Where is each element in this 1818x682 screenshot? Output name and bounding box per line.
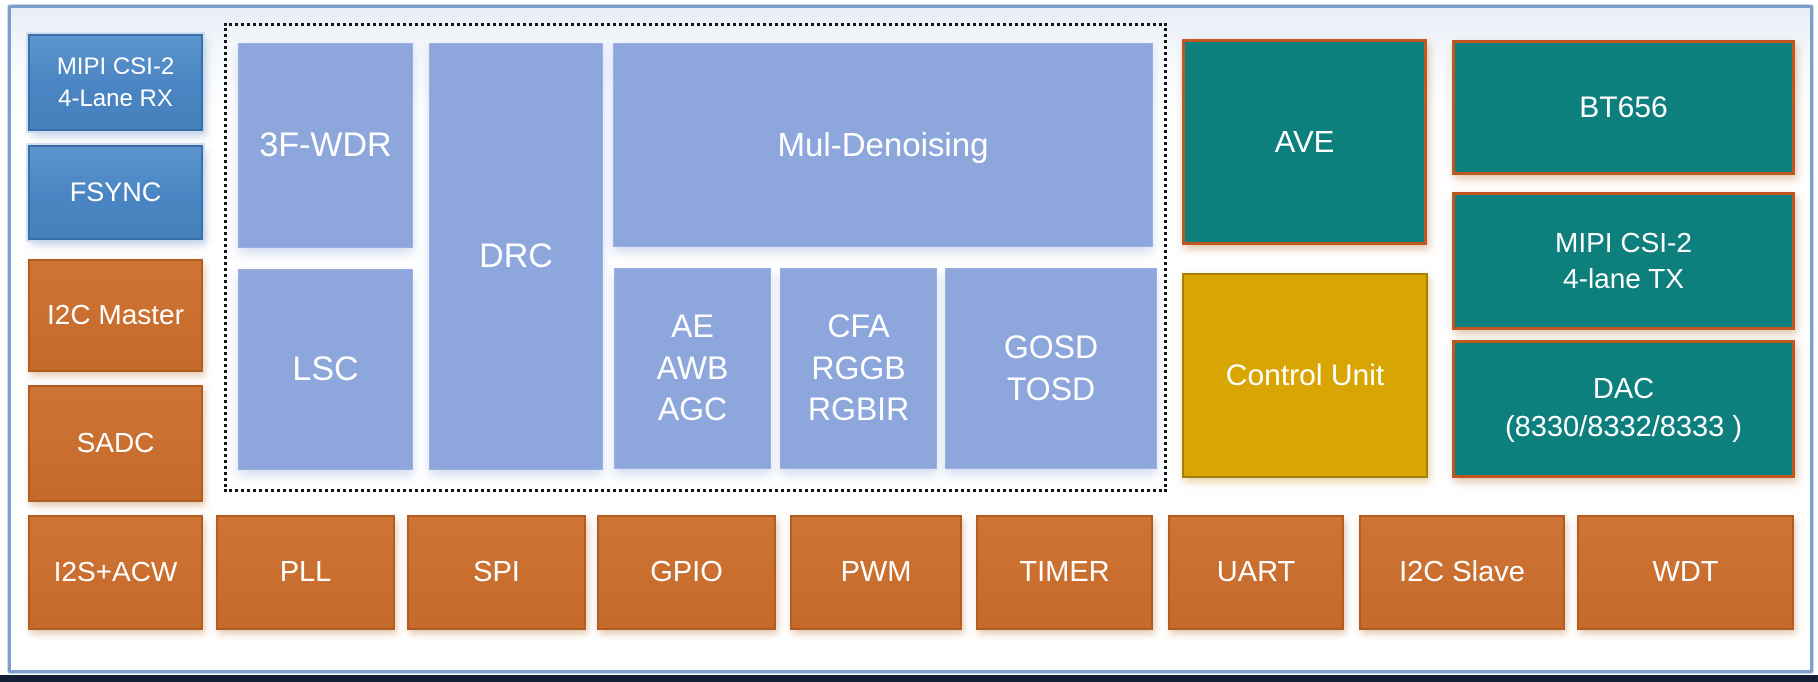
block-label: CFA RGGB RGBIR <box>807 308 910 428</box>
block-sadc: SADC <box>28 385 203 502</box>
block-dac: DAC (8330/8332/8333 ) <box>1452 340 1795 478</box>
block-lsc: LSC <box>238 269 413 470</box>
block-label: AVE <box>1274 123 1335 159</box>
block-3f-wdr: 3F-WDR <box>238 43 413 248</box>
block-i2c-master: I2C Master <box>28 259 203 372</box>
block-label: WDT <box>1652 555 1719 588</box>
block-label: LSC <box>292 350 359 389</box>
block-mul-denoising: Mul-Denoising <box>613 43 1153 247</box>
block-label: MIPI CSI-2 4-Lane RX <box>56 53 175 112</box>
block-drc: DRC <box>429 43 603 470</box>
bottom-edge-band <box>0 675 1818 682</box>
block-label: PLL <box>279 555 332 588</box>
block-label: BT656 <box>1579 91 1668 124</box>
block-uart: UART <box>1168 515 1344 630</box>
block-label: GOSD TOSD <box>1003 328 1099 407</box>
block-mipi-csi2-4lane-rx: MIPI CSI-2 4-Lane RX <box>28 34 203 131</box>
block-label: Mul-Denoising <box>777 125 989 163</box>
block-i2c-slave: I2C Slave <box>1359 515 1565 630</box>
block-label: MIPI CSI-2 4-lane TX <box>1555 226 1692 294</box>
block-label: GPIO <box>650 555 723 588</box>
block-label: DRC <box>479 237 553 276</box>
block-fsync: FSYNC <box>28 145 203 240</box>
block-gpio: GPIO <box>597 515 776 630</box>
block-label: SADC <box>76 427 155 459</box>
block-mipi-csi2-4lane-tx: MIPI CSI-2 4-lane TX <box>1452 192 1795 330</box>
block-wdt: WDT <box>1577 515 1794 630</box>
block-spi: SPI <box>407 515 586 630</box>
block-label: TIMER <box>1019 555 1110 588</box>
block-label: UART <box>1216 555 1296 588</box>
isp-dashed-boundary <box>224 23 1167 492</box>
block-label: Control Unit <box>1225 359 1385 392</box>
block-label: I2S+ACW <box>53 556 178 588</box>
block-i2s-acw: I2S+ACW <box>28 515 203 630</box>
block-ae-awb-agc: AE AWB AGC <box>614 268 771 469</box>
block-bt656: BT656 <box>1452 40 1795 175</box>
block-label: PWM <box>840 555 912 588</box>
block-label: SPI <box>473 555 520 588</box>
block-pll: PLL <box>216 515 395 630</box>
block-label: I2C Master <box>47 299 184 331</box>
block-label: I2C Slave <box>1399 555 1525 588</box>
block-ave: AVE <box>1182 39 1427 245</box>
block-label: DAC (8330/8332/8333 ) <box>1504 373 1743 443</box>
block-label: 3F-WDR <box>259 126 392 165</box>
block-label: AE AWB AGC <box>656 308 729 428</box>
block-cfa-rggb-rgbir: CFA RGGB RGBIR <box>780 268 937 469</box>
block-pwm: PWM <box>790 515 962 630</box>
block-timer: TIMER <box>976 515 1153 630</box>
block-label: FSYNC <box>69 176 162 207</box>
block-gosd-tosd: GOSD TOSD <box>945 268 1157 469</box>
block-control-unit: Control Unit <box>1182 273 1428 478</box>
